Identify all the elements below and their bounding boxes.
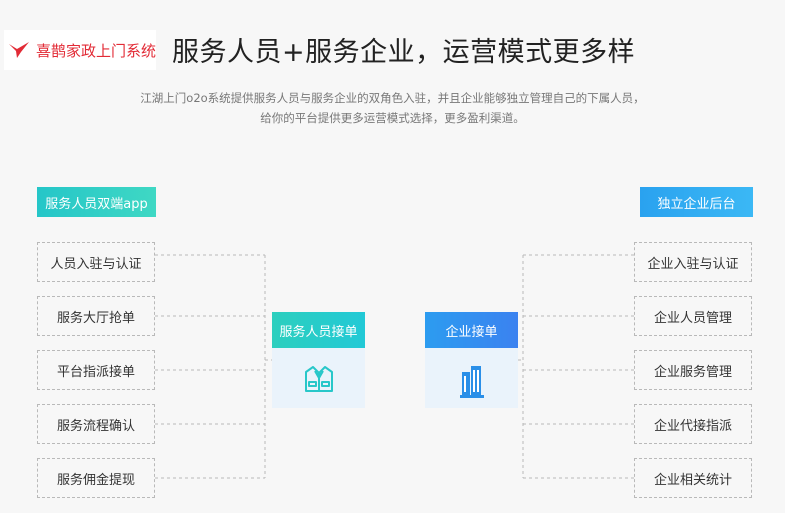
description-line-2: 给你的平台提供更多运营模式选择，更多盈利渠道。 [260,111,525,125]
building-icon [459,366,484,398]
right-feature-item[interactable]: 企业入驻与认证 [634,242,752,282]
brand-name: 喜鹊家政上门系统 [35,41,156,60]
magpie-icon [8,42,29,58]
left-feature-item[interactable]: 服务流程确认 [37,404,155,444]
worker-order-title: 服务人员接单 [272,312,365,348]
right-feature-item[interactable]: 企业相关统计 [634,458,752,498]
right-feature-item[interactable]: 企业代接指派 [634,404,752,444]
worker-uniform-icon [304,366,333,392]
brand-logo[interactable]: 喜鹊家政上门系统 [4,30,156,70]
description-line-1: 江湖上门o2o系统提供服务人员与服务企业的双角色入驻，并且企业能够独立管理自己的… [140,91,645,105]
left-feature-item[interactable]: 平台指派接单 [37,350,155,390]
right-feature-item[interactable]: 企业人员管理 [634,296,752,336]
right-feature-item[interactable]: 企业服务管理 [634,350,752,390]
enterprise-order-card[interactable]: 企业接单 [425,312,518,408]
worker-app-tag: 服务人员双端app [37,187,156,217]
enterprise-backend-tag: 独立企业后台 [640,187,753,217]
page-title: 服务人员+服务企业，运营模式更多样 [172,37,636,68]
left-feature-item[interactable]: 服务佣金提现 [37,458,155,498]
enterprise-order-title: 企业接单 [425,312,518,348]
left-feature-item[interactable]: 人员入驻与认证 [37,242,155,282]
worker-order-card[interactable]: 服务人员接单 [272,312,365,408]
left-feature-item[interactable]: 服务大厅抢单 [37,296,155,336]
